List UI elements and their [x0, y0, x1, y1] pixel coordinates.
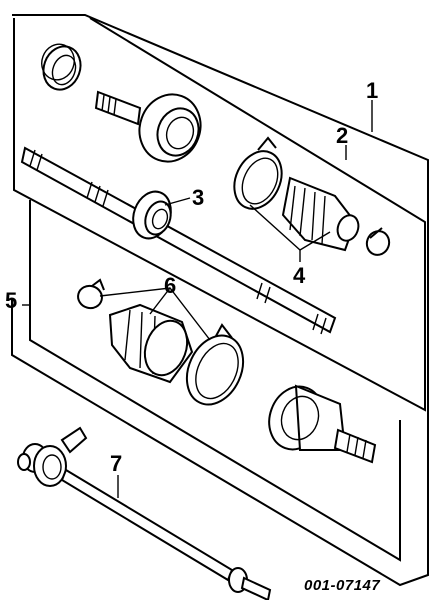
callout-5: 5 — [5, 288, 17, 313]
callout-2: 2 — [336, 123, 348, 148]
inner-assembly-outline — [13, 17, 426, 412]
inner-boot-clamp-large — [185, 323, 245, 406]
boot-clamp-large — [233, 136, 283, 210]
inner-boot-clamp-small — [77, 278, 105, 310]
callout-6-leader-b — [149, 287, 171, 315]
outer-assembly-outline — [11, 14, 429, 587]
reference-code: 001-07147 — [304, 577, 380, 594]
inner-cv-joint — [268, 384, 377, 464]
callout-3: 3 — [192, 185, 204, 210]
drive-shaft — [20, 146, 337, 335]
callout-6: 6 — [164, 273, 176, 298]
lower-assembly-outline — [29, 200, 401, 562]
seal-ring-top — [41, 43, 82, 91]
callout-3-leader — [164, 197, 191, 206]
outer-cv-boot — [281, 176, 360, 252]
boot-clamp-small — [365, 227, 391, 256]
inner-cv-boot — [108, 303, 194, 384]
center-bearing — [132, 190, 172, 240]
callout-4: 4 — [293, 263, 306, 288]
callout-7: 7 — [110, 451, 122, 476]
callout-1: 1 — [366, 78, 378, 103]
intermediate-shaft — [17, 426, 272, 600]
outer-cv-joint — [94, 90, 202, 163]
